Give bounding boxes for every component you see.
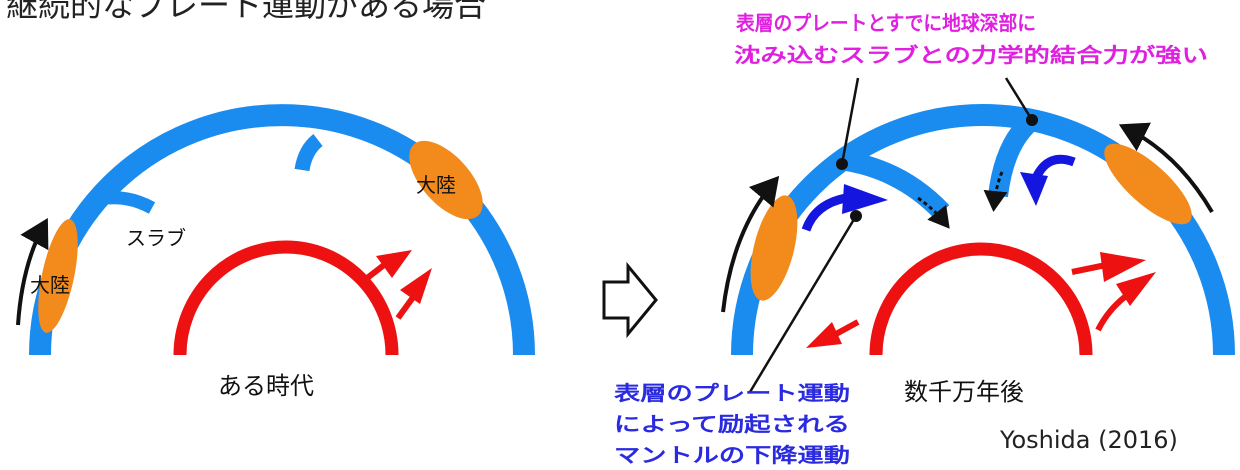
left-caption: ある時代: [218, 372, 314, 400]
right-caption: 数千万年後: [904, 378, 1024, 406]
right-slab-sink-arrow-right: [983, 171, 1008, 212]
left-slab-1: [294, 134, 323, 172]
annotation-top-line-2: 沈み込むスラブとの力学的結合力が強い: [734, 43, 1208, 67]
right-arrow-icon: [602, 261, 658, 339]
right-slab-sink-arrow-left: [917, 196, 950, 229]
annotation-leader-lines: [748, 77, 1038, 393]
right-slab-right: [988, 114, 1037, 198]
left-upwelling-arrows: [360, 250, 432, 320]
annotation-bottom-line-2: によって励起される: [614, 412, 850, 436]
right-continent-1: [750, 195, 798, 301]
right-plate-arc: [731, 104, 1235, 356]
left-slab-2: [107, 191, 156, 214]
left-continent-2: [409, 140, 483, 220]
left-continent-label-1: 大陸: [30, 273, 70, 297]
right-panel: 表層のプレートとすでに地球深部に 沈み込むスラブとの力学的結合力が強い 表層のプ…: [614, 11, 1235, 467]
left-plate-arc: [29, 104, 535, 356]
right-slab-left: [838, 150, 950, 220]
right-mantle-flow-arrow-right: [1020, 154, 1076, 206]
right-plate-motion-arrow-left: [721, 175, 780, 313]
left-continent-1: [38, 219, 78, 333]
left-core-arc: [173, 240, 399, 356]
annotation-bottom-line-3: マントルの下降運動: [614, 443, 850, 467]
left-slab-label: スラブ: [126, 226, 186, 250]
left-plate-motion-arrow: [16, 217, 49, 326]
right-upwelling-arrows: [806, 252, 1156, 348]
annotation-bottom-line-1: 表層のプレート運動: [614, 381, 850, 405]
left-panel: 大陸 大陸 スラブ ある時代: [16, 104, 535, 400]
diagram-title: 継続的なプレート運動がある場合: [6, 0, 486, 24]
right-mantle-flow-arrow-left: [801, 184, 888, 232]
annotation-top-line-1: 表層のプレートとすでに地球深部に: [736, 11, 1036, 35]
citation: Yoshida (2016): [999, 426, 1178, 454]
right-plate-motion-arrow-right: [1118, 122, 1214, 214]
left-continent-label-2: 大陸: [416, 173, 456, 197]
right-core-arc: [869, 242, 1093, 356]
right-continent-2: [1104, 143, 1192, 225]
